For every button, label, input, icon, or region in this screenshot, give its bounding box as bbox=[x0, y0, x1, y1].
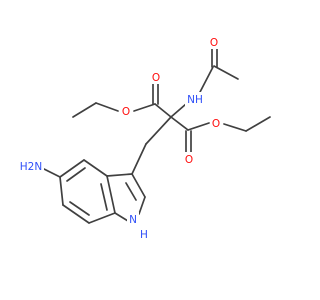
bond-indole-c3a-c7a-inner bbox=[100, 183, 108, 211]
bond-ch2-indole-c3 bbox=[131, 143, 147, 175]
bond-c-ester1-carbonyl bbox=[154, 103, 172, 118]
bond-ester2-o-ch2 bbox=[223, 123, 247, 132]
bond-indole-c6-c7-inner bbox=[69, 201, 90, 216]
indole-nitrogen-label: N bbox=[129, 214, 137, 226]
ester2-carbonyl-oxygen-label: O bbox=[185, 154, 193, 166]
amide-carbonyl-oxygen-label: O bbox=[210, 37, 218, 49]
bond-acetyl-c-n bbox=[198, 66, 214, 95]
bond-indole-c6-c7 bbox=[62, 204, 90, 224]
bond-indole-c2-n1 bbox=[138, 196, 146, 215]
indole-nh-hydrogen-label: H bbox=[140, 229, 148, 241]
bond-indole-c3a-c4 bbox=[83, 159, 108, 177]
molecule-structure-diagram: NH O O O O O H2N N H bbox=[18, 35, 271, 241]
bond-ester1-c-o-single bbox=[133, 103, 156, 112]
amide-nh-label: NH bbox=[187, 94, 203, 106]
bond-indole-c4-c5 bbox=[59, 159, 85, 178]
bond-c-ester2-carbonyl bbox=[170, 116, 189, 131]
bond-ester2-c-o-single bbox=[187, 122, 210, 131]
bond-ester2-ethyl bbox=[245, 116, 271, 132]
bond-indole-c3-c2-inner bbox=[125, 182, 137, 201]
bond-indole-c3-c3a bbox=[106, 173, 133, 177]
bond-ester1-o-ch2 bbox=[95, 102, 119, 112]
bond-indole-c5-c6 bbox=[59, 176, 64, 206]
atom-label-layer: NH O O O O O H2N N H bbox=[18, 35, 222, 241]
bond-layer bbox=[41, 47, 271, 224]
bond-ester1-ethyl bbox=[72, 102, 97, 118]
ester1-carbonyl-oxygen-label: O bbox=[152, 72, 160, 84]
bond-c5-amine bbox=[41, 167, 61, 178]
bond-indole-c3a-c7a bbox=[106, 175, 116, 214]
bond-indole-c4-c5-inner bbox=[66, 167, 86, 182]
bond-indole-c7-c7a bbox=[88, 212, 116, 224]
bond-indole-n1-c7a bbox=[114, 212, 129, 222]
bond-indole-c3-c2 bbox=[131, 173, 146, 198]
bond-acetyl-methyl bbox=[213, 65, 239, 80]
bond-quaternary-c-ch2 bbox=[145, 116, 172, 145]
bond-n-quaternary-c bbox=[170, 103, 187, 118]
ester1-alkoxy-oxygen-label: O bbox=[122, 106, 130, 118]
amine-h2n-label: H2N bbox=[20, 161, 42, 173]
ester2-alkoxy-oxygen-label: O bbox=[212, 118, 220, 130]
